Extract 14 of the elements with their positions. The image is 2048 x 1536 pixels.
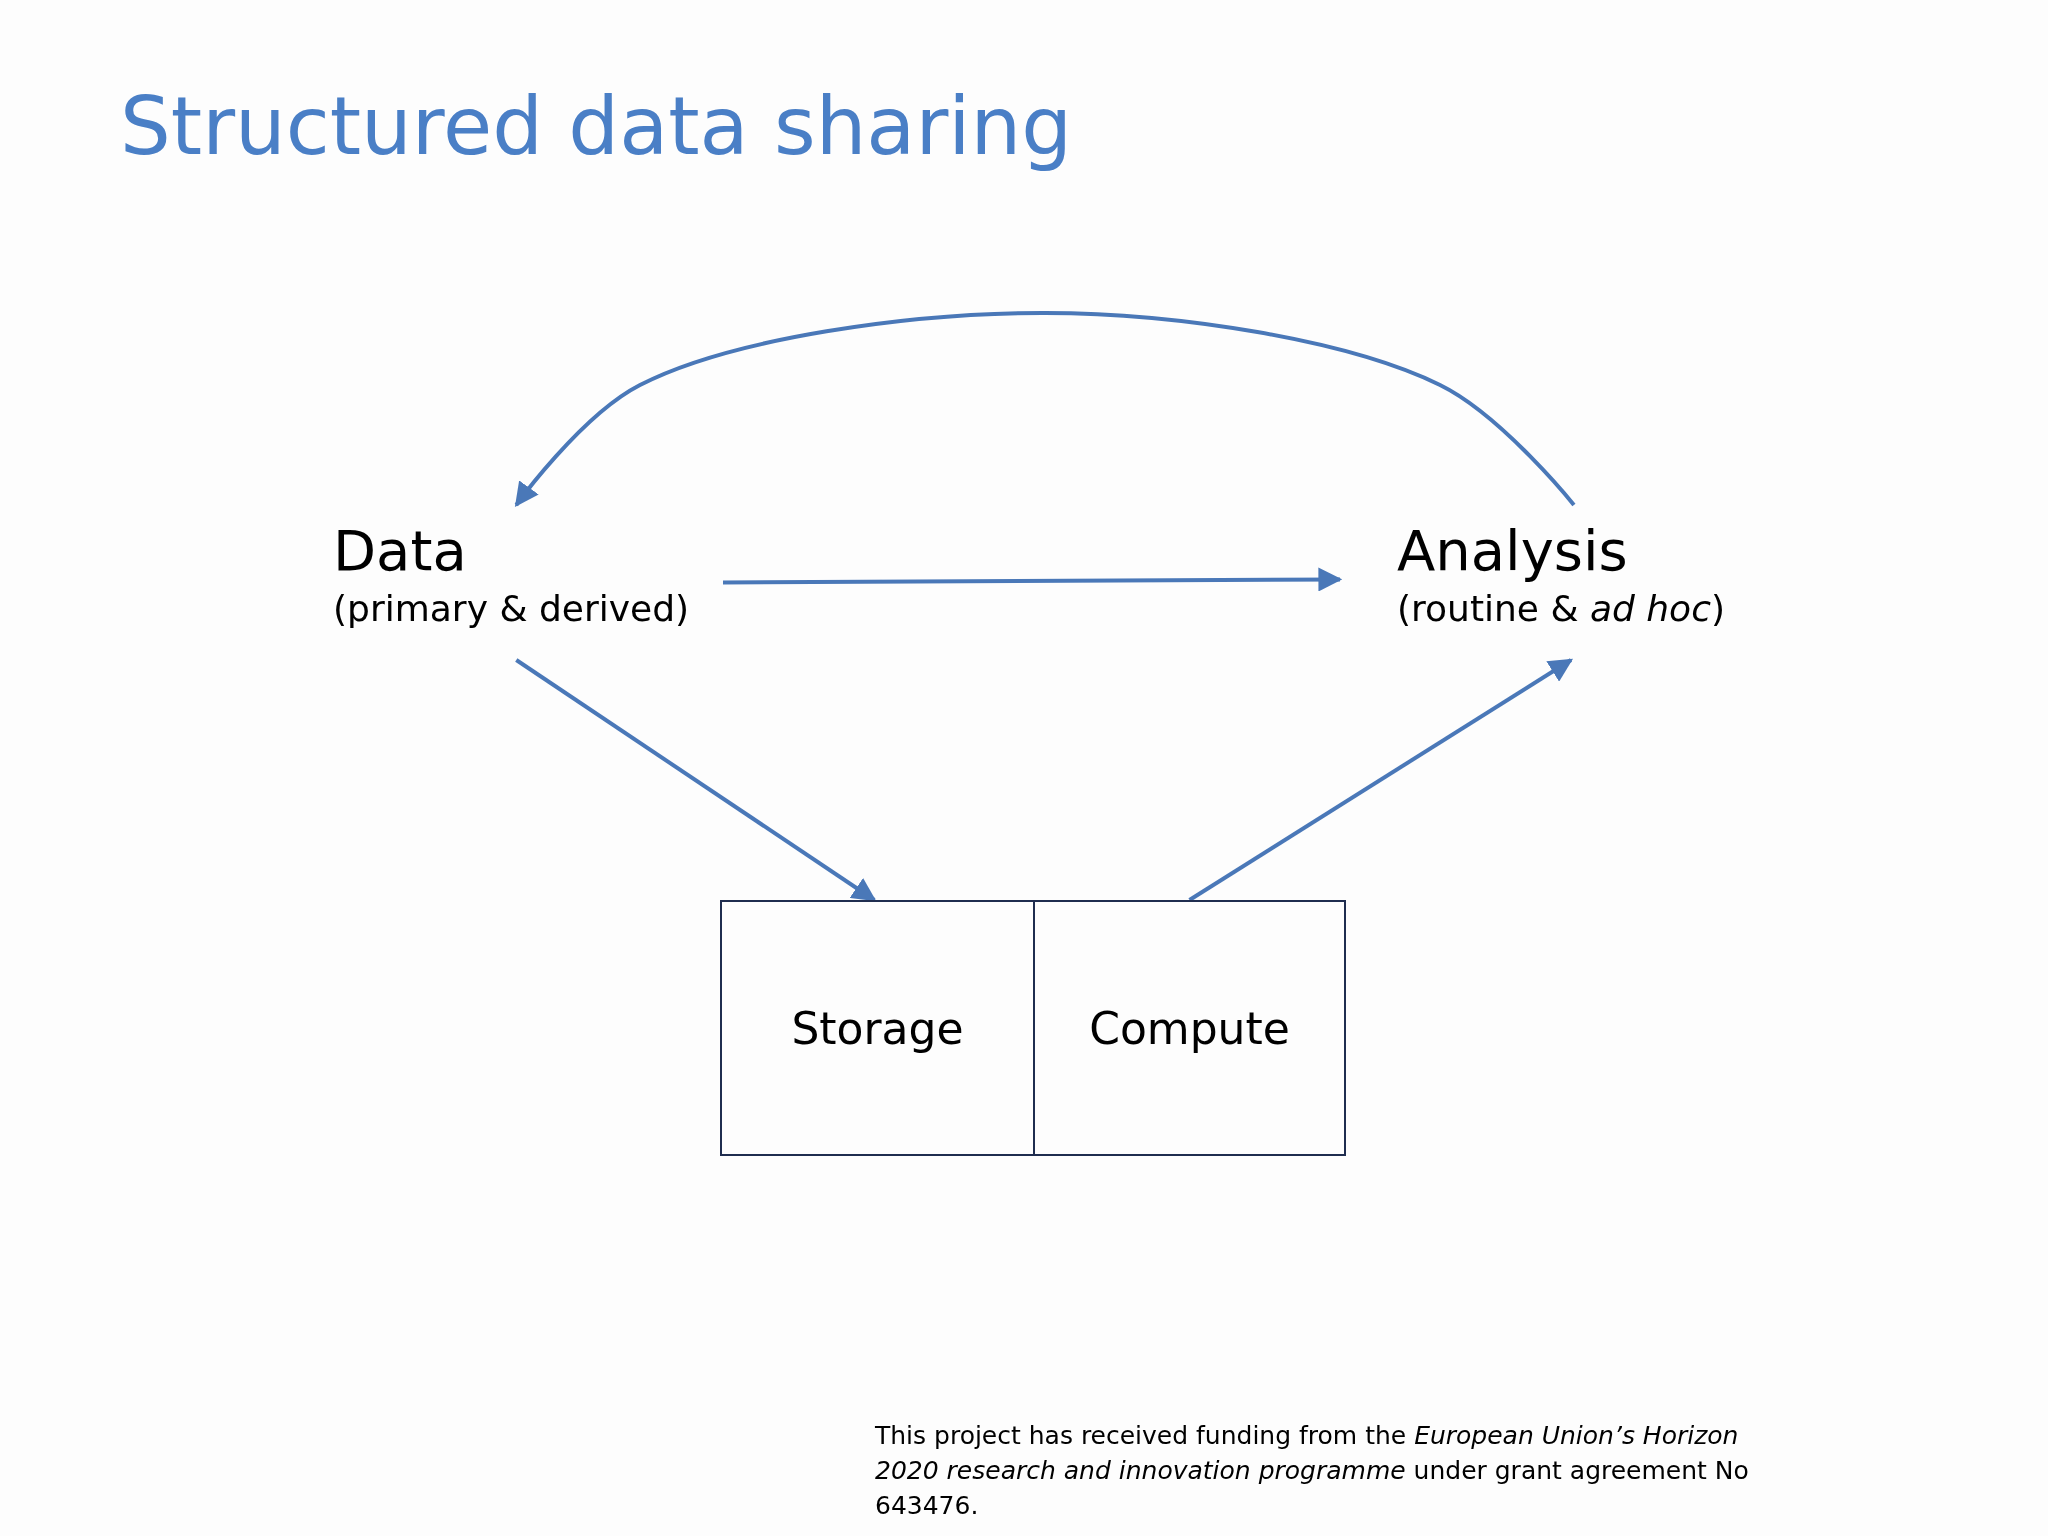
process-box <box>720 900 1035 1156</box>
arrow <box>723 567 1343 592</box>
process-box <box>1033 900 1346 1156</box>
box-label: Storage <box>791 1002 964 1054</box>
concept-title: Data <box>333 517 468 585</box>
arrow <box>515 658 877 902</box>
arrow <box>514 311 1576 507</box>
concept-subtitle: (routine & ad hoc) <box>1397 587 1726 632</box>
box-label: Compute <box>1089 1002 1290 1054</box>
funding-note: This project has received funding from the European Union’s Horizon 2020 research and innovation programme under grant agreement No 643476. <box>875 1420 1750 1522</box>
arrow <box>1188 658 1574 902</box>
slide-title: Structured data sharing <box>120 80 1072 173</box>
concept-title: Analysis <box>1397 517 1629 585</box>
concept-subtitle: (primary & derived) <box>333 587 691 632</box>
